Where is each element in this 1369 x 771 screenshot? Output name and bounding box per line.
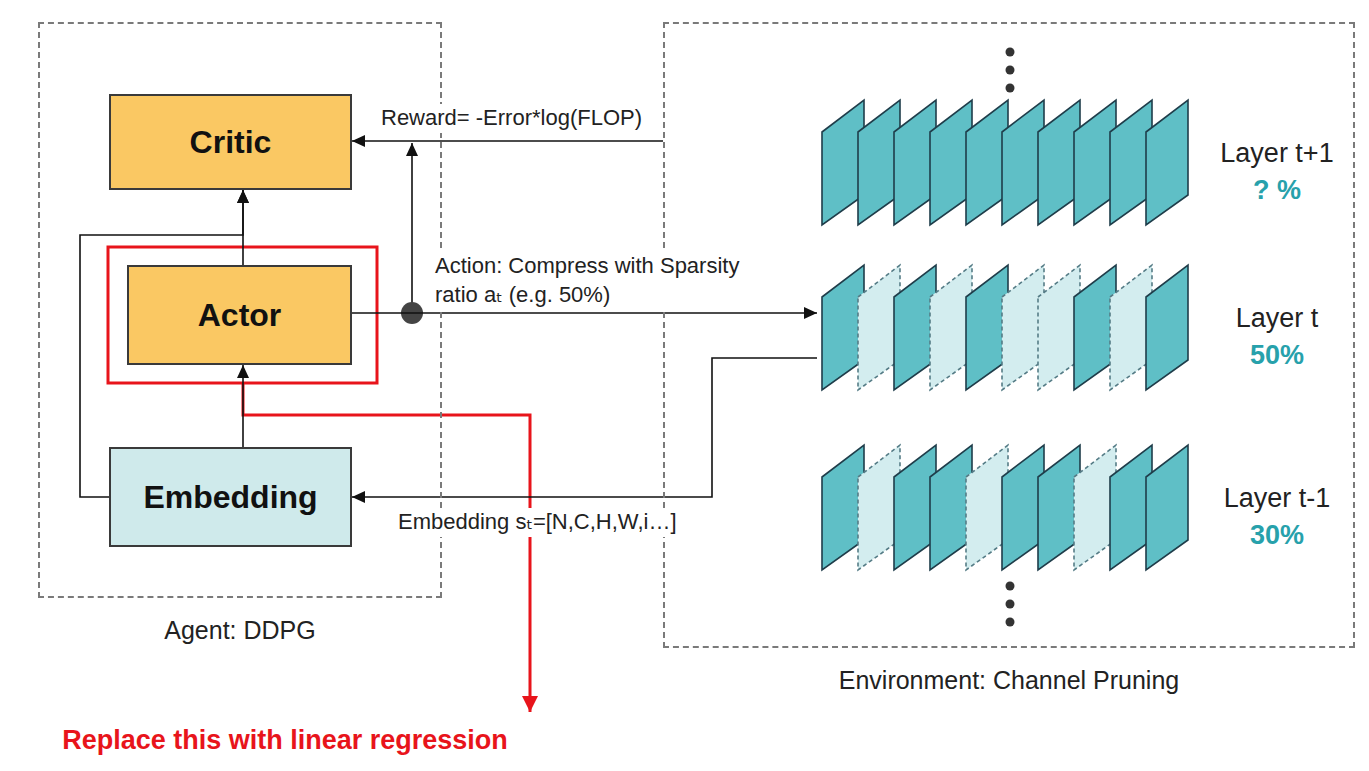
- channel-plate: [1074, 100, 1116, 225]
- channel-plate: [930, 265, 972, 390]
- channel-plate: [894, 265, 936, 390]
- channel-plate: [1074, 265, 1116, 390]
- channel-plate: [1038, 445, 1080, 570]
- channel-plate: [822, 100, 864, 225]
- layer-name: Layer t: [1202, 302, 1352, 333]
- sparsity-percent: 50%: [1202, 339, 1352, 370]
- channel-plate: [1038, 265, 1080, 390]
- channel-plate: [1002, 265, 1044, 390]
- channel-plate: [858, 100, 900, 225]
- box-label: Embedding: [143, 479, 317, 516]
- channel-plate: [1110, 445, 1152, 570]
- reward-tap: [411, 143, 413, 303]
- callout-note: Replace this with linear regression: [20, 725, 550, 756]
- channel-plate: [1110, 100, 1152, 225]
- critic-box: Critic: [109, 94, 352, 190]
- channel-plate: [894, 100, 936, 225]
- region-heading: Agent: DDPG: [40, 616, 440, 645]
- channel-plate: [1002, 445, 1044, 570]
- environment-region: Environment: Channel PruningLayer t+1? %…: [663, 22, 1355, 648]
- channel-plate: [1146, 445, 1188, 570]
- edge-label: Embedding sₜ=[N,C,H,W,i…]: [395, 508, 680, 537]
- highlight-box: [108, 247, 377, 383]
- box-label: Actor: [198, 297, 282, 334]
- layer-group: Layer t 50%: [817, 262, 1350, 397]
- box-label: Critic: [190, 124, 272, 161]
- channel-plate: [858, 445, 900, 570]
- ellipsis-dots: [1006, 48, 1015, 627]
- channel-plate: [966, 445, 1008, 570]
- flow-arrow: [242, 190, 244, 265]
- flow-arrow: [352, 312, 817, 314]
- region-heading: Environment: Channel Pruning: [665, 666, 1353, 695]
- embedding-box: Embedding: [109, 447, 352, 547]
- channel-plate: [966, 100, 1008, 225]
- layer-name: Layer t-1: [1202, 482, 1352, 513]
- channel-plate: [930, 100, 972, 225]
- callout-arrow: [243, 383, 530, 712]
- channel-plate: [1146, 100, 1188, 225]
- channel-plate: [1110, 265, 1152, 390]
- channel-plate: [1002, 100, 1044, 225]
- junction-dot: [401, 302, 423, 324]
- channel-plate: [1146, 265, 1188, 390]
- actor-box: Actor: [127, 265, 352, 365]
- edge-label: Action: Compress with Sparsity ratio aₜ …: [432, 252, 763, 309]
- layer-group: Layer t-1 30%: [817, 442, 1350, 577]
- edge-label: Reward= -Error*log(FLOP): [378, 104, 645, 133]
- channel-plate: [1038, 100, 1080, 225]
- flow-arrow: [352, 358, 817, 497]
- sparsity-percent: ? %: [1202, 174, 1352, 205]
- layer-name: Layer t+1: [1202, 137, 1352, 168]
- channel-plate: [966, 265, 1008, 390]
- channel-plate: [822, 445, 864, 570]
- channel-plate: [894, 445, 936, 570]
- channel-plates: [822, 100, 1188, 570]
- layer-group: Layer t+1 ? %: [817, 97, 1350, 232]
- channel-plate: [858, 265, 900, 390]
- flow-arrow: [352, 140, 663, 142]
- channel-plate: [1074, 445, 1116, 570]
- channel-plate: [822, 265, 864, 390]
- sparsity-percent: 30%: [1202, 519, 1352, 550]
- flow-arrow: [242, 365, 244, 447]
- channel-plate: [930, 445, 972, 570]
